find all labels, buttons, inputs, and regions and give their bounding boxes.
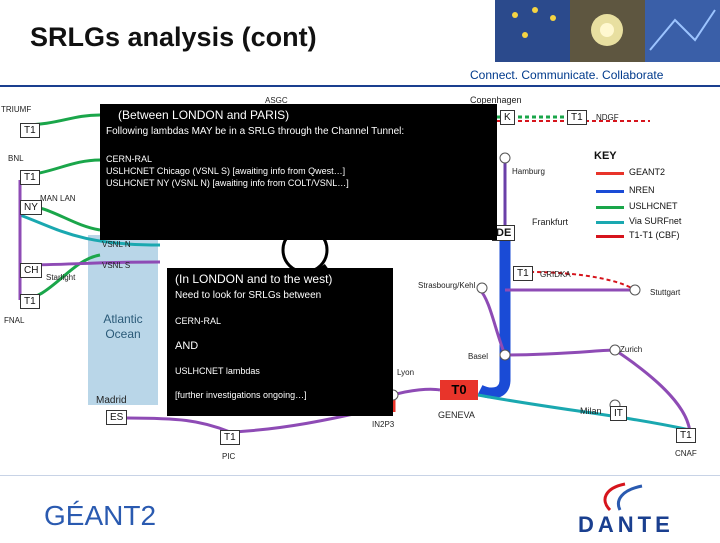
box-t1-cnaf: T1 [676, 428, 696, 443]
label-cnaf: CNAF [675, 449, 697, 458]
label-lyon: Lyon [397, 368, 415, 377]
label-in2p3: IN2P3 [372, 420, 395, 429]
box-es: ES [106, 410, 128, 425]
label-milan: Milan [580, 406, 602, 416]
box-ch: CH [20, 263, 43, 278]
key-label-nren: NREN [629, 185, 655, 195]
label-geneva: GENEVA [438, 410, 475, 420]
label-ndgf: NDGF [596, 113, 619, 122]
key-swatch-uslhcnet [596, 206, 624, 209]
link-cnaf [477, 393, 691, 432]
tagline: Connect. Communicate. Collaborate [470, 68, 664, 82]
svg-text:GÉANT2: GÉANT2 [44, 500, 156, 531]
label-bnl: BNL [8, 154, 24, 163]
label-madrid: Madrid [96, 395, 127, 406]
box-de: DE [492, 225, 516, 241]
link-milan [614, 348, 692, 436]
label-gridka: GRIDKA [540, 270, 571, 279]
label-zurich: Zurich [620, 345, 643, 354]
callout-bottom-subtitle: Need to look for SRLGs between [175, 290, 322, 301]
node-strasbourg [476, 282, 488, 294]
box-k: K [500, 110, 515, 125]
geant2-logo: GÉANT2 [40, 495, 200, 540]
box-ny: NY [20, 200, 42, 215]
callout-bottom-line: [further investigations ongoing…] [175, 390, 307, 400]
footer-divider [0, 475, 720, 476]
label-basel: Basel [468, 352, 489, 361]
key-swatch-geant2 [596, 172, 624, 175]
svg-text:DANTE: DANTE [578, 512, 674, 537]
key-label-uslhcnet: USLHCNET [629, 201, 678, 211]
header-photo-strip [495, 0, 720, 62]
callout-london-west: (In LONDON and to the west) Need to look… [167, 268, 393, 416]
callout-bottom-and: AND [175, 340, 199, 352]
label-triumf: TRIUMF [1, 105, 32, 114]
key-title: KEY [594, 150, 617, 162]
link-de-nren [477, 240, 511, 399]
key-swatch-surfnet [596, 221, 624, 224]
node-stuttgart [629, 284, 641, 296]
key-label-surfnet: Via SURFnet [629, 216, 682, 226]
label-copenhagen: Copenhagen [470, 95, 522, 105]
node-basel [499, 349, 511, 361]
callout-top-subtitle: Following lambdas MAY be in a SRLG throu… [106, 126, 405, 137]
link-madrid [119, 416, 231, 434]
key-label-t1t1: T1-T1 (CBF) [629, 230, 680, 240]
key-swatch-t1t1 [596, 235, 624, 238]
page-title: SRLGs analysis (cont) [30, 22, 317, 52]
label-hamburg: Hamburg [512, 167, 545, 176]
callout-bottom-title: (In LONDON and to the west) [175, 272, 333, 286]
box-t1-gridka: T1 [513, 266, 533, 281]
callout-bottom-line: USLHCNET lambdas [175, 366, 260, 376]
link-vsnl-n [19, 213, 161, 247]
box-t1-bnl: T1 [20, 170, 40, 185]
callout-top-line: CERN-RAL [106, 154, 153, 164]
box-it: IT [610, 406, 627, 421]
link-gridka-red [529, 271, 636, 291]
label-starlight: Starlight [46, 273, 76, 282]
callout-bottom-line: CERN-RAL [175, 316, 222, 326]
label-frankfurt: Frankfurt [532, 217, 569, 227]
callout-top-line: USLHCNET NY (VSNL N) [awaiting info from… [106, 178, 349, 188]
box-t1-ndgf: T1 [567, 110, 587, 125]
label-asgc: ASGC [265, 96, 288, 105]
label-pic: PIC [222, 452, 236, 461]
ocean-label: Atlantic Ocean [103, 312, 143, 341]
key-label-geant2: GEANT2 [629, 167, 666, 177]
callout-top-title: (Between LONDON and PARIS) [118, 108, 290, 122]
node-zurich [609, 344, 621, 356]
box-t0-cern: T0 [440, 380, 478, 400]
dante-logo: DANTE [570, 480, 720, 543]
callout-top-line: USLHCNET Chicago (VSNL S) [awaiting info… [106, 166, 346, 176]
header-divider [0, 85, 720, 87]
key-swatch-nren [596, 190, 624, 193]
link-zurich [504, 348, 616, 357]
link-lyon [392, 387, 441, 397]
box-t1-triumf: T1 [20, 123, 40, 138]
label-manlan: MAN LAN [40, 194, 76, 203]
label-vsnl-n: VSNL N [102, 240, 131, 249]
label-stuttgart: Stuttgart [650, 288, 681, 297]
callout-channel-tunnel: (Between LONDON and PARIS) Following lam… [100, 104, 497, 240]
node-hamburg [499, 152, 511, 164]
label-fnal: FNAL [4, 316, 25, 325]
box-t1-pic: T1 [220, 430, 240, 445]
label-strasbourg: Strasbourg/Kehl [418, 281, 476, 290]
label-vsnl-s: VSNL S [102, 261, 131, 270]
box-t1-fnal: T1 [20, 294, 40, 309]
